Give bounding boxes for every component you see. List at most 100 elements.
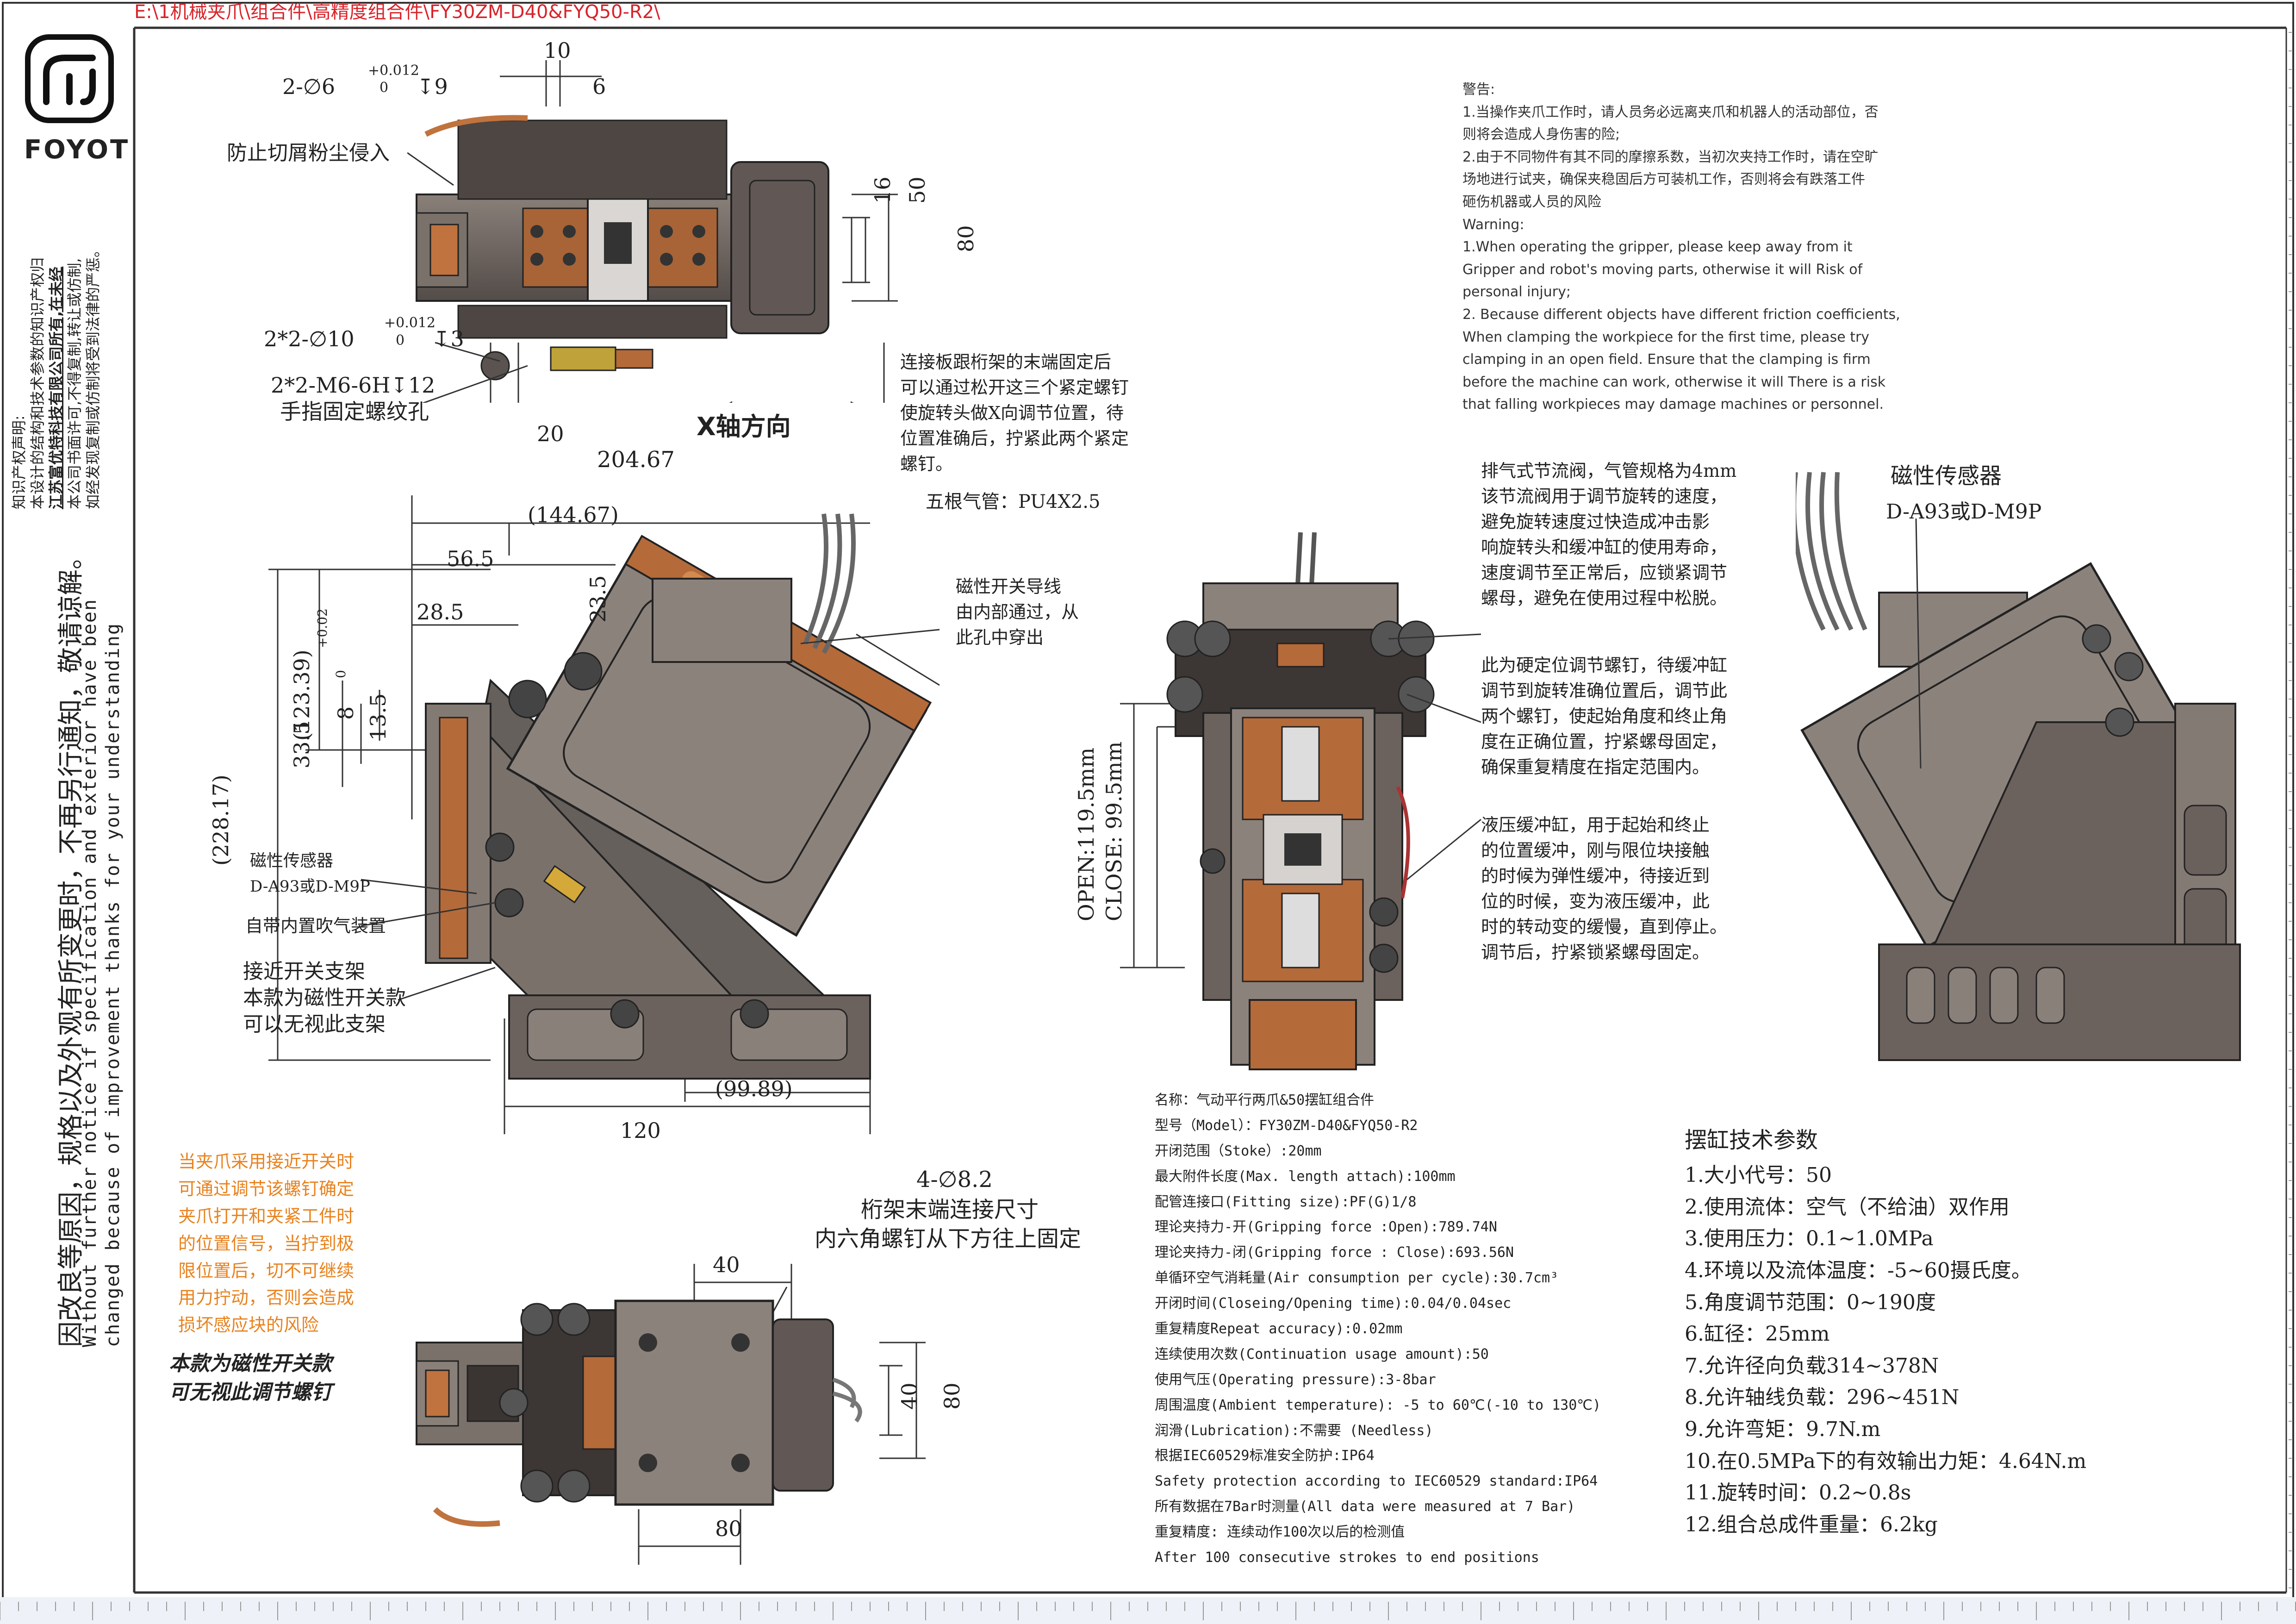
spec-line: 重复精度Repeat accuracy):0.02mm	[1155, 1321, 1403, 1337]
warning-line: that falling workpieces may damage machi…	[1462, 396, 1884, 413]
hole-spec-1: 2-∅6	[282, 74, 336, 99]
adjust-note-line: 位置准确后，拧紧此两个紧定	[900, 428, 1129, 449]
dim-228-17: (228.17)	[208, 775, 233, 866]
spec-list: 名称：气动平行两爪&50摆缸组合件 型号（Model）：FY30ZM-D40&F…	[1155, 1088, 1601, 1571]
thread-spec: 2*2-M6-6H↧12	[271, 373, 436, 398]
hardstop-note-line: 度在正确位置，拧紧螺母固定，	[1481, 731, 1728, 752]
spec-line: 根据IEC60529标准安全防护:IP64	[1155, 1448, 1375, 1464]
warning-line: 则将会造成人身伤害的险;	[1462, 126, 1620, 143]
spec-line: 型号（Model）：FY30ZM-D40&FYQ50-R2	[1155, 1117, 1418, 1134]
bracket-note-line: 可以无视此支架	[243, 1012, 386, 1037]
warning-line: 1.当操作夹爪工作时，请人员务必远离夹爪和机器人的活动部位，否	[1462, 104, 1879, 120]
tech-list: 1.大小代号：50 2.使用流体：空气（不给油）双作用 3.使用压力：0.1~1…	[1685, 1160, 2086, 1541]
exhaust-note-line: 速度调节至正常后，应锁紧调节	[1481, 562, 1728, 583]
spec-line: 使用气压(Operating pressure):3-8bar	[1155, 1371, 1436, 1388]
ip-notice-line: 本设计的结构和技术参数的知识产权归	[29, 257, 46, 509]
buffer-note-line: 位的时候，变为液压缓冲，此	[1481, 891, 1710, 912]
dim-tol-zero: 0	[333, 670, 348, 678]
dim-28-5: 28.5	[417, 600, 464, 625]
hole-tol-1: +0.012	[368, 62, 420, 79]
tech-title: 摆缸技术参数	[1685, 1127, 1818, 1153]
dim-99-89: (99.89)	[715, 1076, 793, 1101]
dim-20: 20	[537, 421, 564, 446]
spec-line: 名称：气动平行两爪&50摆缸组合件	[1155, 1092, 1375, 1108]
warning-line: 场地进行试夹，确保夹稳固后方可装机工作，否则将会有跌落工件	[1462, 171, 1865, 188]
spec-line: After 100 consecutive strokes to end pos…	[1155, 1549, 1539, 1566]
spec-line: 重复精度: 连续动作100次以后的检测值	[1155, 1524, 1405, 1541]
proximity-note-line: 用力拧动，否则会造成	[178, 1287, 355, 1308]
proximity-switch-note: 当夹爪采用接近开关时 可通过调节该螺钉确定 夹爪打开和夹紧工件时 的位置信号，当…	[178, 1148, 354, 1339]
adjust-note-line: 使旋转头做X向调节位置，待	[900, 403, 1124, 424]
proximity-note-line: 的位置信号，当拧到极	[178, 1233, 355, 1254]
spec-line: 周围温度(Ambient temperature): -5 to 60℃(-10…	[1155, 1397, 1601, 1413]
right-view-drawing	[1796, 472, 2241, 1061]
air-pipe-note: 五根气管：PU4X2.5	[926, 491, 1101, 512]
side-notice-en1: Without further notice if specification …	[79, 598, 100, 1347]
adjust-note-line: 螺钉。	[900, 454, 953, 475]
dim-6: 6	[592, 74, 606, 99]
warning-line: before the machine can work, otherwise i…	[1462, 374, 1886, 390]
thread-note: 手指固定螺纹孔	[280, 399, 429, 424]
buffer-note-line: 液压缓冲缸，用于起始和终止	[1481, 815, 1710, 835]
close-dim: CLOSE: 99.5mm	[1101, 741, 1126, 921]
hole-tol-2: +0.012	[384, 315, 436, 331]
warning-line: 2. Because different objects have differ…	[1462, 306, 1900, 323]
ruler-right	[2289, 32, 2292, 1588]
tech-item: 7.允许径向负载314~378N	[1685, 1354, 1939, 1378]
bottom-view-drawing	[416, 1264, 926, 1565]
ip-notice-line: 知识产权声明:	[10, 415, 28, 509]
magnetic-switch-note: 本款为磁性开关款 可无视此调节螺钉	[169, 1349, 332, 1406]
dim-10: 10	[544, 38, 571, 63]
dim-16: 16	[870, 176, 895, 204]
magnetic-note-line: 可无视此调节螺钉	[169, 1380, 332, 1404]
magnetic-note-line: 本款为磁性开关款	[169, 1352, 332, 1375]
ip-notice-line: 本公司书面许可,不得复制,转让或仿制,	[66, 258, 83, 509]
warning-line: personal injury;	[1462, 284, 1571, 300]
tech-item: 9.允许弯矩：9.7N.m	[1685, 1418, 1881, 1441]
buffer-note-line: 时的转动变的缓慢，直到停止。	[1481, 917, 1728, 937]
dim-50: 50	[905, 176, 930, 204]
tech-item: 6.缸径：25mm	[1685, 1322, 1830, 1346]
tech-item: 4.环境以及流体温度：-5~60摄氏度。	[1685, 1258, 2032, 1282]
spec-line: 最大附件长度(Max. length attach):100mm	[1155, 1168, 1456, 1185]
exhaust-note-line: 避免旋转速度过快造成冲击影	[1481, 512, 1710, 532]
dim-tol-plus: +0.02	[315, 608, 330, 648]
sensor-label: 磁性传感器	[250, 851, 334, 870]
buffer-note: 液压缓冲缸，用于起始和终止 的位置缓冲，刚与限位块接触 的时候为弹性缓冲，待接近…	[1481, 812, 1727, 966]
bracket-note-line: 接近开关支架	[243, 960, 365, 983]
hole-spec-2: 2*2-∅10	[264, 326, 355, 351]
proximity-note-line: 夹爪打开和夹紧工件时	[178, 1206, 355, 1226]
exhaust-note-line: 响旋转头和缓冲缸的使用寿命，	[1481, 537, 1728, 558]
warning-line: 1.When operating the gripper, please kee…	[1462, 239, 1853, 256]
spec-line: 润滑(Lubrication):不需要 (Needless)	[1155, 1422, 1433, 1439]
wire-note: 磁性开关导线 由内部通过，从 此孔中穿出	[956, 574, 1079, 650]
proximity-note-line: 可通过调节该螺钉确定	[178, 1178, 355, 1199]
warning-line: clamping in an open field. Ensure that t…	[1462, 351, 1871, 368]
tech-item: 3.使用压力：0.1~1.0MPa	[1685, 1227, 1934, 1251]
adjust-note: 连接板跟桁架的末端固定后 可以通过松开这三个紧定螺钉 使旋转头做X向调节位置，待…	[900, 350, 1129, 477]
warning-line: 砸伤机器或人员的风险	[1462, 194, 1601, 210]
dim-bottom-80: 80	[715, 1516, 742, 1541]
dust-note: 防止切屑粉尘侵入	[227, 141, 390, 165]
file-path: E:\1机械夹爪\组合件\高精度组合件\FY30ZM-D40&FYQ50-R2\	[134, 1, 660, 23]
dim-33-5: 33.5	[289, 721, 314, 768]
dim-13-5: 13.5	[366, 693, 391, 741]
warning-line: 2.由于不同物件有其不同的摩擦系数，当初次夹持工作时，请在空旷	[1462, 149, 1879, 165]
exhaust-note-line: 该节流阀用于调节旋转的速度，	[1481, 486, 1728, 507]
mount-holes-note-2: 内六角螺钉从下方往上固定	[815, 1226, 1082, 1252]
middle-view-drawing	[1120, 532, 1481, 1070]
warning-line: Warning:	[1462, 216, 1524, 233]
ruler-bottom	[0, 1602, 2296, 1620]
spec-line: Safety protection according to IEC60529 …	[1155, 1473, 1598, 1490]
bracket-note: 接近开关支架 本款为磁性开关款 可以无视此支架	[243, 958, 406, 1038]
dim-8: 8	[333, 706, 358, 720]
adjust-note-line: 可以通过松开这三个紧定螺钉	[900, 377, 1129, 398]
foyot-logo-icon	[25, 34, 114, 123]
buffer-note-line: 的时候为弹性缓冲，待接近到	[1481, 866, 1710, 887]
spec-line: 单循环空气消耗量(Air consumption per cycle):30.7…	[1155, 1270, 1559, 1287]
dim-80: 80	[953, 225, 978, 252]
spec-line: 配管连接口(Fitting size):PF(G)1/8	[1155, 1193, 1417, 1210]
hole-depth-1: ↧9	[417, 74, 448, 99]
spec-line: 开闭时间(Closeing/Opening time):0.04/0.04sec	[1155, 1295, 1512, 1312]
